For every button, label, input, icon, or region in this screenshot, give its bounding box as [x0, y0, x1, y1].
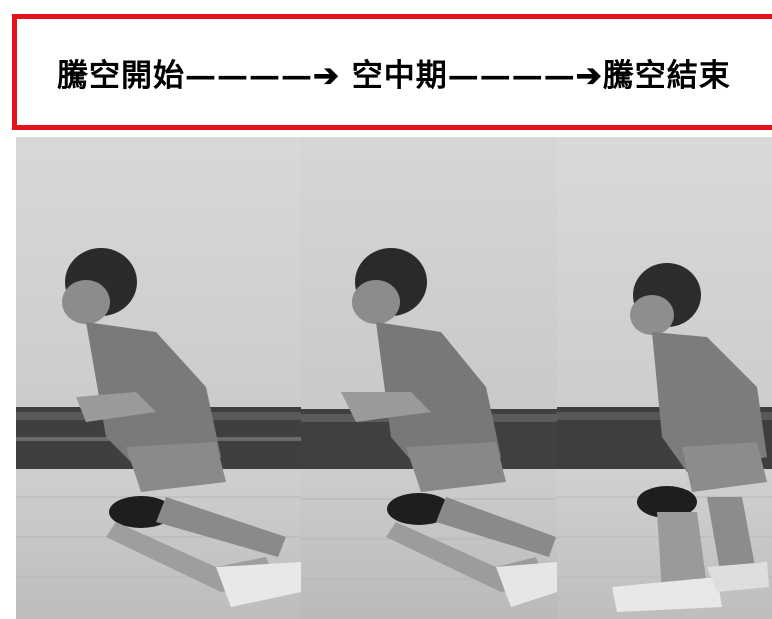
frame-takeoff-photo	[16, 137, 301, 619]
phase-caption-text: 騰空開始————➔ 空中期————➔騰空結束	[57, 57, 731, 94]
phase-caption-box: 騰空開始————➔ 空中期————➔騰空結束	[12, 14, 772, 130]
frame-airborne-photo	[301, 137, 557, 619]
frame-landing-photo	[557, 137, 772, 619]
jump-photo-sequence	[16, 137, 772, 619]
